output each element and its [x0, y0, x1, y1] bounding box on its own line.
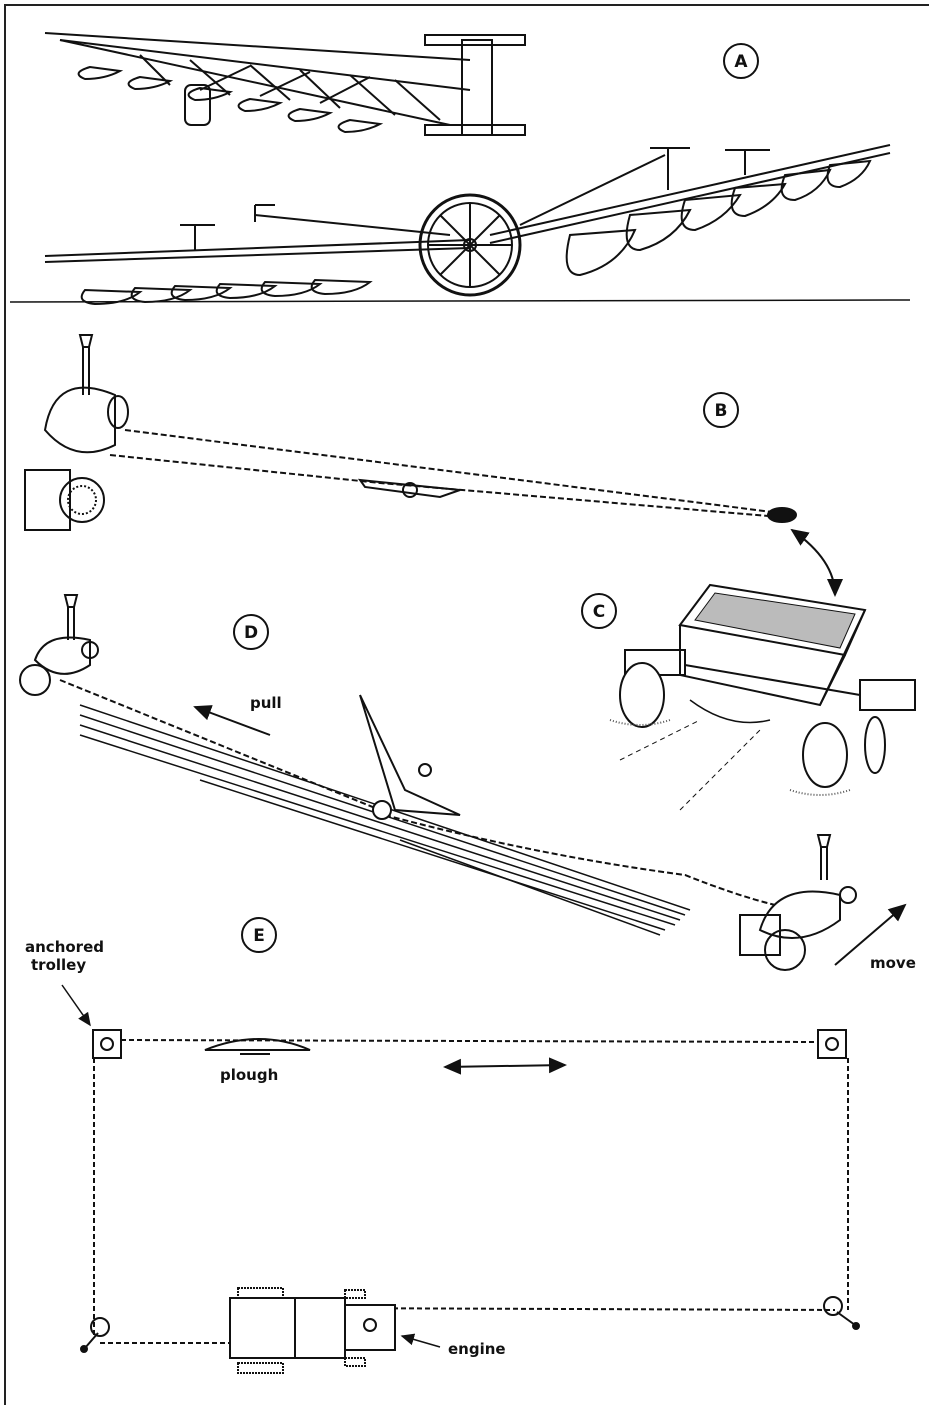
- svg-text:D: D: [244, 623, 258, 643]
- badge-c: C: [581, 593, 617, 629]
- anchored-trolley-right: [817, 1029, 847, 1059]
- panel-c-anchor-trolley: [609, 583, 916, 811]
- panel-e-roundabout: [61, 984, 860, 1374]
- raised-plough-frame: [44, 32, 526, 136]
- badge-a: A: [723, 43, 759, 79]
- engine-label: engine: [448, 1340, 506, 1358]
- plough-d: [359, 694, 461, 820]
- traction-engine-d-left: [19, 594, 99, 696]
- panel-a-balance-plough: [9, 32, 911, 306]
- svg-text:C: C: [593, 602, 605, 622]
- anchored-trolley-left: [92, 1029, 122, 1059]
- svg-text:A: A: [734, 52, 748, 72]
- traction-engine-b: [24, 334, 129, 531]
- working-plough-frame: [9, 144, 911, 306]
- engine-e: [229, 1287, 396, 1374]
- figure-frame: [4, 4, 929, 1405]
- traction-engine-d-right: [739, 834, 857, 971]
- badge-d: D: [233, 614, 269, 650]
- badge-b: B: [703, 392, 739, 428]
- svg-text:E: E: [253, 926, 265, 946]
- pulley-b: [767, 507, 797, 523]
- plough-label: plough: [220, 1066, 278, 1084]
- winch-left: [80, 1317, 110, 1353]
- furrows: [79, 704, 691, 936]
- winch-right: [823, 1296, 860, 1330]
- plough-e: [204, 1038, 311, 1055]
- anchored-trolley-label-line2: trolley: [31, 956, 86, 974]
- pull-label: pull: [250, 694, 282, 712]
- panel-b-single-engine: [24, 334, 843, 597]
- svg-text:B: B: [715, 401, 728, 421]
- panel-d-two-engine: [19, 594, 907, 971]
- move-label: move: [870, 954, 916, 972]
- plough-b: [357, 478, 461, 499]
- anchored-trolley-label-line1: anchored: [25, 938, 104, 956]
- badge-e: E: [241, 917, 277, 953]
